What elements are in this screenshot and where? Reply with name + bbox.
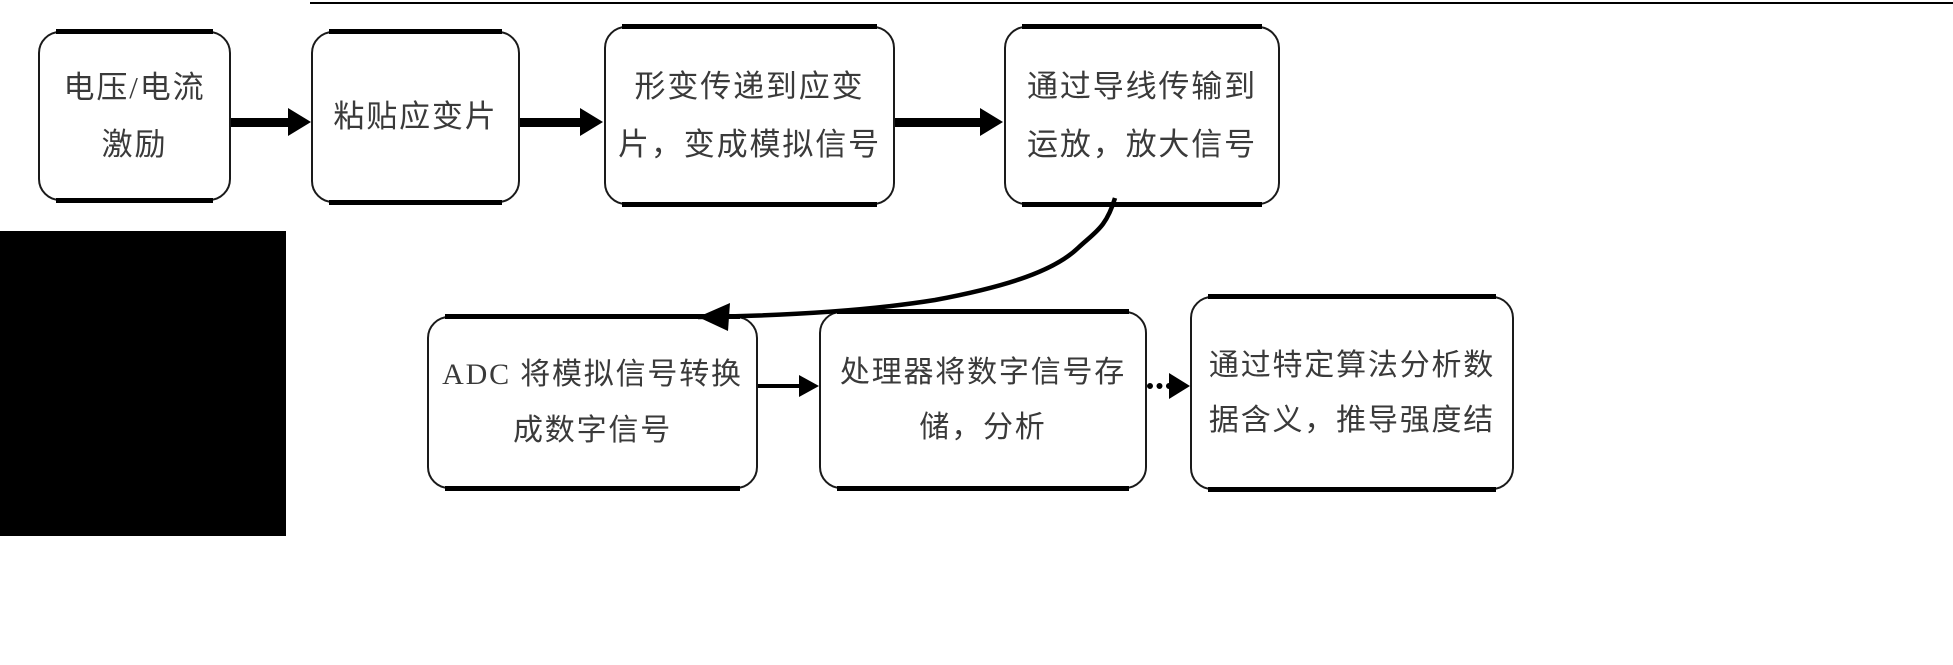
arrow-head-icon bbox=[288, 108, 311, 136]
arrow-shaft bbox=[520, 118, 582, 127]
arrow-head-icon bbox=[580, 108, 603, 136]
node-adc-line-2: 成数字信号 bbox=[513, 413, 672, 447]
node-processor-line-2: 储，分析 bbox=[919, 411, 1047, 444]
node-processor-store-analyze[interactable]: 处理器将数字信号存 储，分析 bbox=[819, 309, 1147, 491]
curve-path bbox=[697, 197, 1118, 320]
node-excitation-line-1: 电压/电流 bbox=[63, 69, 206, 105]
node-paste-line-1: 粘贴应变片 bbox=[333, 99, 498, 135]
node-deform-line-1: 形变传递到应变 bbox=[634, 69, 865, 105]
node-algorithm-line-1: 通过特定算法分析数 bbox=[1208, 348, 1496, 382]
node-processor-line-1: 处理器将数字信号存 bbox=[839, 355, 1127, 389]
arrow-head-icon bbox=[799, 375, 819, 397]
node-wire-amplify[interactable]: 通过导线传输到 运放，放大信号 bbox=[1004, 24, 1280, 207]
node-adc-line-1: ADC 将模拟信号转换 bbox=[442, 358, 743, 391]
node-adc-conversion[interactable]: ADC 将模拟信号转换 成数字信号 bbox=[427, 314, 758, 491]
node-excitation-line-2: 激励 bbox=[101, 127, 168, 162]
black-artifact-block bbox=[0, 231, 286, 536]
node-paste-strain-gauge[interactable]: 粘贴应变片 bbox=[311, 29, 520, 205]
arrow-head-icon bbox=[980, 108, 1003, 136]
node-deformation-transfer[interactable]: 形变传递到应变 片，变成模拟信号 bbox=[604, 24, 895, 207]
arrow-shaft bbox=[231, 118, 291, 127]
arrow-shaft bbox=[758, 384, 802, 388]
top-divider-rule bbox=[310, 2, 1953, 4]
node-algorithm-analysis[interactable]: 通过特定算法分析数 据含义，推导强度结 bbox=[1190, 294, 1514, 492]
arrow-shaft bbox=[895, 118, 982, 127]
node-algorithm-line-2: 据含义，推导强度结 bbox=[1208, 404, 1496, 437]
arrow-shaft-dotted bbox=[1147, 383, 1172, 389]
node-deform-line-2: 片，变成模拟信号 bbox=[618, 126, 881, 162]
arrow-head-icon bbox=[1169, 373, 1190, 399]
node-amplify-line-1: 通过导线传输到 bbox=[1026, 69, 1258, 105]
node-excitation[interactable]: 电压/电流 激励 bbox=[38, 29, 231, 203]
node-amplify-line-2: 运放，放大信号 bbox=[1026, 126, 1258, 162]
